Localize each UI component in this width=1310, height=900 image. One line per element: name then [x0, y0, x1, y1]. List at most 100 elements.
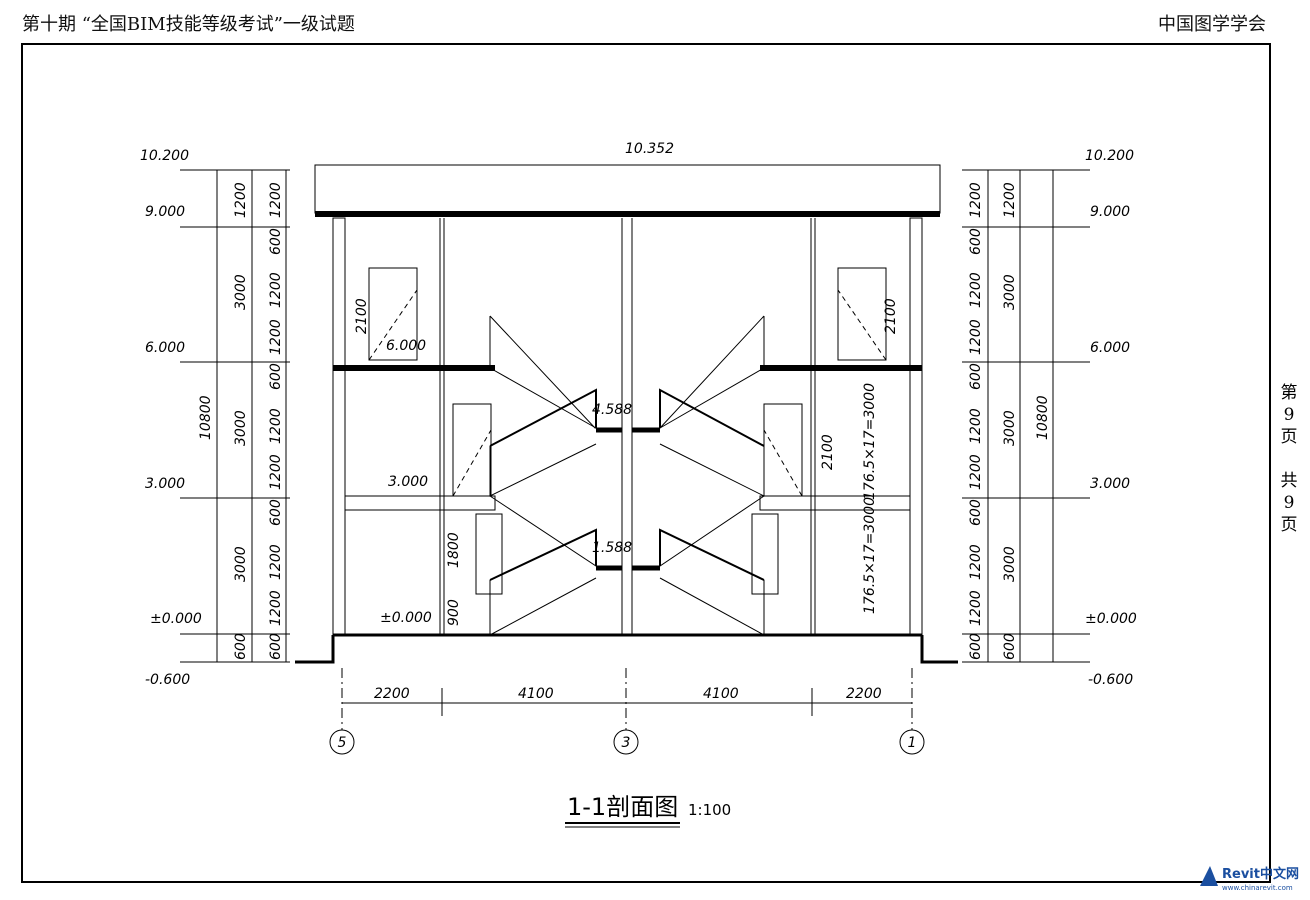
level-label: 3.000: [1090, 476, 1130, 492]
dim-3000: 3000: [1002, 274, 1018, 310]
stair-upper-right: [632, 315, 765, 497]
page-char: 页: [1280, 515, 1298, 535]
axis-label: 1: [908, 735, 917, 751]
dim-600: 600: [233, 633, 249, 660]
span-dim: 2200: [374, 686, 410, 702]
drawing-title: 1-1剖面图: [567, 793, 678, 821]
dim-3000: 3000: [233, 410, 249, 446]
door-middle-left: [452, 403, 492, 497]
wall-right: [909, 217, 923, 637]
level-label: 9.000: [1090, 204, 1130, 220]
dim-1200: 1200: [268, 272, 284, 308]
dim-600: 600: [968, 363, 984, 390]
dim-1200: 1200: [268, 454, 284, 490]
door-left-upper: [368, 267, 418, 361]
level-label: 10.200: [1085, 148, 1134, 164]
watermark-brand: Revit中文网: [1222, 866, 1299, 882]
level-label: 3.000: [145, 476, 185, 492]
span-dim: 4100: [703, 686, 739, 702]
dim-2100: 2100: [354, 298, 370, 334]
dim-1200: 1200: [968, 272, 984, 308]
level-label: ±0.000: [1085, 611, 1137, 627]
dim-600: 600: [968, 633, 984, 660]
dim-1200: 1200: [268, 590, 284, 626]
axis-label: 3: [622, 735, 631, 751]
dim-1200: 1200: [268, 182, 284, 218]
dim-1200: 1200: [1002, 182, 1018, 218]
dim-1200: 1200: [968, 182, 984, 218]
dim-600: 600: [968, 228, 984, 255]
dim-3000: 3000: [1002, 546, 1018, 582]
page-char: 第: [1280, 383, 1298, 403]
dim-total: 10800: [198, 395, 214, 440]
dim-1800: 1800: [446, 532, 462, 568]
window-right-lower: [751, 513, 779, 595]
level-label: 3.000: [388, 474, 428, 490]
level-label: -0.600: [1088, 672, 1133, 688]
dim-1200: 1200: [968, 319, 984, 355]
dim-3000: 3000: [233, 546, 249, 582]
foundation-left: [295, 635, 335, 664]
level-label: 4.588: [592, 402, 632, 418]
level-label: 6.000: [1090, 340, 1130, 356]
door-right-upper: [837, 267, 887, 361]
page-char: 9: [1283, 493, 1295, 513]
dim-stair: 176.5×17=3000: [862, 497, 878, 614]
dim-900: 900: [446, 599, 462, 626]
axis-bubble: [329, 729, 355, 755]
revit-logo-icon: [1200, 866, 1218, 886]
floor-slab-3: [344, 495, 496, 511]
axis-bubble: [613, 729, 639, 755]
roof-parapet: [314, 164, 941, 214]
level-lines-right: [962, 169, 1090, 663]
dim-1200: 1200: [268, 319, 284, 355]
page-char: 页: [1280, 427, 1298, 447]
level-lines-left: [180, 169, 290, 663]
dim-2100: 2100: [820, 434, 836, 470]
dim-3000: 3000: [233, 274, 249, 310]
watermark: Revit中文网 www.chinarevit.com: [1200, 866, 1299, 892]
dim-600: 600: [268, 228, 284, 255]
span-dim: 2200: [846, 686, 882, 702]
dim-600: 600: [268, 499, 284, 526]
dim-600: 600: [1002, 633, 1018, 660]
axis-label: 5: [338, 735, 347, 751]
level-label: -0.600: [145, 672, 190, 688]
dim-1200: 1200: [968, 454, 984, 490]
sheet-header-title: 第十期 “全国BIM技能等级考试”一级试题: [22, 14, 355, 35]
window-left-lower: [475, 513, 503, 595]
span-dim: 4100: [518, 686, 554, 702]
floor-slab-3: [759, 495, 911, 511]
dim-600: 600: [268, 363, 284, 390]
dim-total: 10800: [1035, 395, 1051, 440]
dim-1200: 1200: [233, 182, 249, 218]
level-label: 10.200: [140, 148, 189, 164]
dim-3000: 3000: [1002, 410, 1018, 446]
dim-600: 600: [968, 499, 984, 526]
dim-1200: 1200: [968, 544, 984, 580]
level-label: 6.000: [145, 340, 185, 356]
page-char: 9: [1283, 405, 1295, 425]
level-label: 1.588: [592, 540, 632, 556]
dim-600: 600: [268, 633, 284, 660]
door-middle-right: [763, 403, 803, 497]
level-label: ±0.000: [150, 611, 202, 627]
dim-1200: 1200: [968, 408, 984, 444]
dim-1200: 1200: [268, 408, 284, 444]
level-label-top: 10.352: [625, 141, 674, 157]
page-count-note: 第 9 页 共 9 页: [1278, 382, 1300, 536]
foundation-right: [920, 635, 958, 664]
sheet-header-publisher: 中国图学学会: [1158, 14, 1266, 35]
watermark-url: www.chinarevit.com: [1222, 884, 1293, 892]
level-label: 6.000: [386, 338, 426, 354]
dim-2100: 2100: [883, 298, 899, 334]
axis-bubble: [899, 729, 925, 755]
page-char: 共: [1280, 471, 1298, 491]
drawing-scale: 1:100: [688, 801, 731, 819]
dim-1200: 1200: [268, 544, 284, 580]
sheet-border: [21, 43, 1271, 883]
dim-1200: 1200: [968, 590, 984, 626]
level-label: ±0.000: [380, 610, 432, 626]
level-label: 9.000: [145, 204, 185, 220]
